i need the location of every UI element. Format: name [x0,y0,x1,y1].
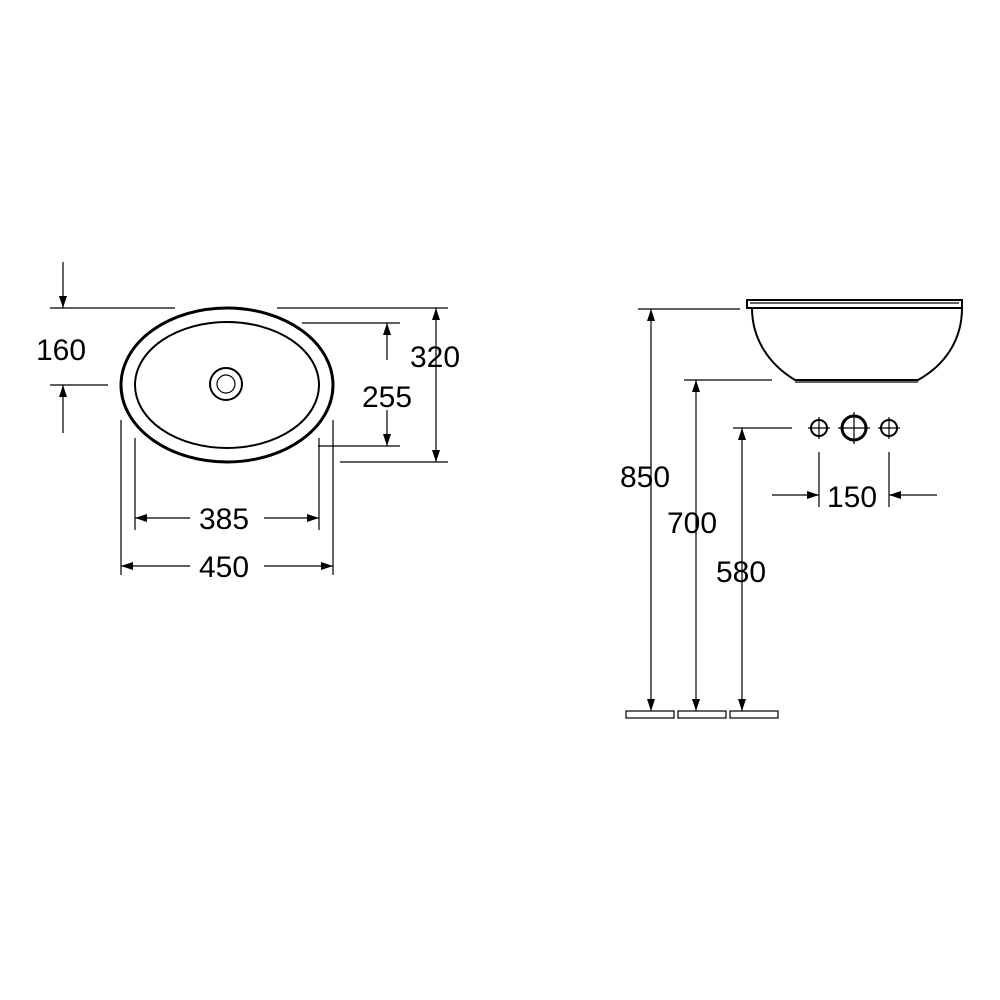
dimension-320: 320 [277,307,460,463]
tap-holes [808,412,900,444]
drain-outer-circle [209,367,243,401]
dimension-320-label: 320 [410,341,460,374]
side-view: 850 700 580 150 [620,299,963,719]
dimension-150: 150 [772,452,937,514]
dimension-450-label: 450 [199,551,249,584]
dimension-700-label: 700 [667,507,717,540]
basin-rim [746,299,963,309]
dimension-255-label: 255 [362,381,412,414]
dimension-580: 580 [716,427,792,711]
dimension-450: 450 [120,420,334,584]
basin-outer-rim [119,306,335,464]
dimension-150-label: 150 [827,481,877,514]
top-view: 160 320 255 385 [36,262,460,584]
dimension-385-label: 385 [199,503,249,536]
dimension-850: 850 [620,308,740,711]
dimension-160-label: 160 [36,334,86,367]
dimension-580-label: 580 [716,556,766,589]
dimension-700: 700 [667,379,772,711]
dimension-385: 385 [134,438,320,536]
dimension-160: 160 [36,262,175,433]
drain-inner-circle [216,374,236,394]
dimension-255: 255 [302,322,412,447]
floor [625,710,779,719]
dimension-850-label: 850 [620,461,670,494]
basin-bowl [751,307,963,381]
basin-inner-bowl [134,321,320,449]
